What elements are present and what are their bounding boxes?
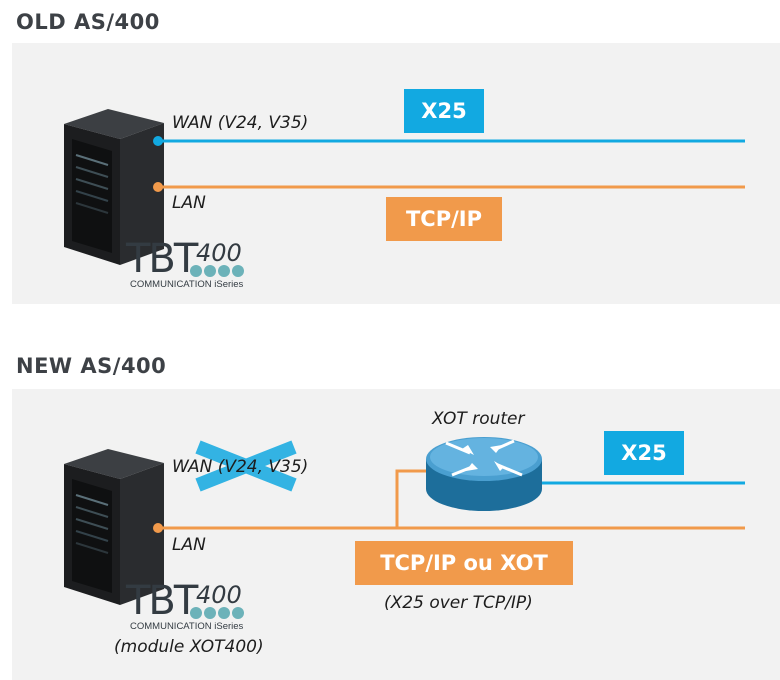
- tcpip-badge: TCP/IP: [386, 197, 502, 241]
- x25-badge: X25: [604, 431, 684, 475]
- new-diagram-panel: WAN (V24, V35) LAN XOT router X25 TCP/IP…: [12, 389, 780, 680]
- server-tower-icon: [64, 449, 164, 605]
- lan-port: [153, 523, 163, 533]
- wan-label-removed: WAN (V24, V35): [172, 457, 309, 477]
- x25-badge: X25: [404, 89, 484, 133]
- logo-wordmark: TBT: [126, 578, 198, 624]
- tbt400-logo: TBT 400 COMMUNICATION iSeries: [126, 581, 266, 637]
- lan-label: LAN: [172, 535, 206, 555]
- logo-tagline: COMMUNICATION iSeries: [130, 621, 244, 632]
- logo-number: 400: [196, 581, 242, 609]
- old-section-title: OLD AS/400: [16, 10, 160, 34]
- logo-wordmark: TBT: [126, 236, 198, 282]
- router-label: XOT router: [432, 409, 525, 429]
- module-caption: (module XOT400): [114, 637, 264, 657]
- server-tower-icon: [64, 109, 164, 265]
- wan-port: [153, 136, 163, 146]
- router-lan-link: [395, 469, 432, 528]
- logo-number: 400: [196, 239, 242, 267]
- logo-tagline: COMMUNICATION iSeries: [130, 279, 244, 290]
- old-diagram-connections: [64, 109, 745, 265]
- lan-port: [153, 182, 163, 192]
- router-icon: [426, 437, 542, 511]
- new-section-title: NEW AS/400: [16, 354, 167, 378]
- old-diagram-panel: WAN (V24, V35) LAN X25 TCP/IP TBT 400 CO…: [12, 43, 780, 304]
- tcpip-caption: (X25 over TCP/IP): [384, 593, 533, 613]
- tbt400-logo: TBT 400 COMMUNICATION iSeries: [126, 239, 266, 295]
- lan-label: LAN: [172, 193, 206, 213]
- new-diagram-connections: [64, 437, 745, 605]
- cross-mark-icon: [195, 440, 297, 492]
- tcpip-xot-badge: TCP/IP ou XOT: [355, 541, 573, 585]
- wan-label: WAN (V24, V35): [172, 113, 309, 133]
